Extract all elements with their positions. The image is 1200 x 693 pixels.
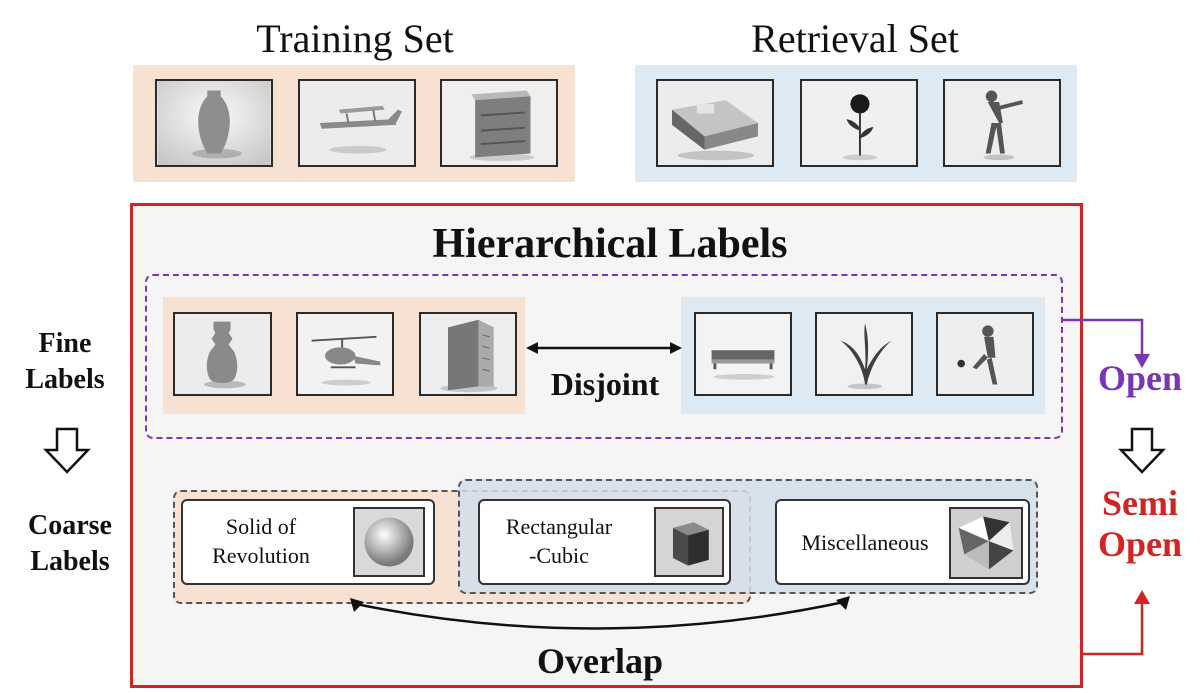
semi-open-label: Semi Open: [1080, 483, 1200, 566]
overlap-arrow: [350, 596, 850, 630]
coarse-label-miscellaneous: Miscellaneous: [775, 499, 1030, 585]
semi-open-line2: Open: [1097, 524, 1183, 565]
vase-icon: [155, 79, 273, 167]
coarse-labels-label: Coarse Labels: [5, 508, 135, 581]
down-arrow-icon: [43, 427, 91, 474]
down-arrow-icon: [1118, 427, 1166, 474]
disjoint-label: Disjoint: [550, 366, 660, 402]
overlap-label: Overlap: [537, 641, 663, 681]
building-icon: [419, 312, 517, 396]
coarse-label-text: Solid of: [225, 514, 297, 539]
open-label: Open: [1097, 358, 1183, 398]
coarse-label-rectangular-cubic: Rectangular -Cubic: [478, 499, 731, 585]
flower-icon: [800, 79, 918, 167]
coarse-labels-line1: Coarse: [28, 510, 112, 541]
plant-icon: [815, 312, 913, 396]
coarse-label-text: Miscellaneous: [801, 530, 929, 555]
disjoint-arrow: [526, 342, 682, 354]
semi-open-line1: Semi: [1102, 483, 1178, 523]
retrieval-set-title: Retrieval Set: [751, 16, 959, 61]
coarse-labels-line2: Labels: [30, 546, 110, 578]
open-connector-arrow: [1062, 318, 1150, 368]
bottle-icon: [173, 312, 272, 396]
training-set-title: Training Set: [256, 16, 454, 61]
sofa-icon: [656, 79, 774, 167]
dresser-icon: [440, 79, 558, 167]
cube-icon: [654, 507, 724, 577]
kicking-person-icon: [936, 312, 1034, 396]
hierarchical-labels-panel: [130, 203, 1083, 688]
biplane-icon: [298, 79, 416, 167]
misc-shape-icon: [949, 507, 1023, 579]
semi-open-connector-arrow: [1082, 590, 1150, 656]
fine-labels-line2: Labels: [25, 364, 105, 396]
coarse-label-text: Revolution: [212, 542, 310, 568]
sphere-icon: [353, 507, 425, 577]
fine-labels-line1: Fine: [38, 328, 92, 359]
fine-labels-label: Fine Labels: [5, 326, 125, 399]
coarse-label-text: Rectangular: [505, 514, 613, 539]
coarse-label-solid-of-revolution: Solid of Revolution: [181, 499, 435, 585]
coarse-label-text: -Cubic: [529, 542, 589, 568]
fine-labels-group: [145, 274, 1063, 439]
hierarchical-labels-title: Hierarchical Labels: [432, 221, 788, 267]
bench-icon: [694, 312, 792, 396]
helicopter-icon: [296, 312, 394, 396]
person-icon: [943, 79, 1061, 167]
